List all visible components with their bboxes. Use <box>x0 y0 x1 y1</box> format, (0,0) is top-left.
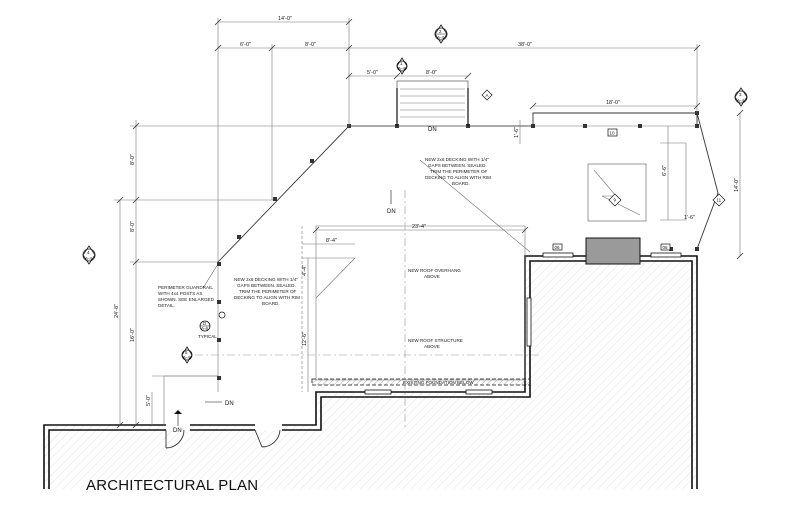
lower-dn-label: DN <box>225 401 234 407</box>
note-roof-overhang: NEW ROOF OVERHANG ABOVE <box>408 268 462 279</box>
dim-top-left: 6'-0" <box>240 42 251 48</box>
dim-roof-left-upper: 4'-4" <box>302 265 308 276</box>
svg-text:10: 10 <box>610 131 616 136</box>
door-swing-left <box>165 429 185 449</box>
tag-window-2: 06 <box>660 243 671 251</box>
svg-text:2: 2 <box>439 29 442 34</box>
note-decking-right: NEW 2x6 DECKING WITH 1/4" GAPS BETWEEN. … <box>425 157 492 186</box>
note-roof-structure: NEW ROOF STRUCTURE ABOVE <box>408 338 464 349</box>
entry-dn-label: DN <box>173 428 182 434</box>
note-decking-left: NEW 2x6 DECKING WITH 1/4" GAPS BETWEEN. … <box>234 277 301 306</box>
svg-text:1: 1 <box>400 61 403 66</box>
section-marker-bottom: 5 A-4 <box>181 346 193 364</box>
tag-rail: 10 <box>607 128 618 137</box>
svg-text:A: A <box>486 93 489 98</box>
dim-deck-right-width: 18'-0" <box>606 100 620 106</box>
detail-marker-guardrail: D A-6 TYPICAL <box>198 311 226 339</box>
svg-text:3: 3 <box>739 92 742 97</box>
existing-foundation-note: EXISTING FOUNDATION BELOW <box>403 380 474 385</box>
door-swing-right <box>254 429 281 448</box>
dim-stair-left: 5'-0" <box>367 70 378 76</box>
svg-text:D: D <box>203 321 207 326</box>
notes: NEW 2x6 DECKING WITH 1/4" GAPS BETWEEN. … <box>158 157 492 349</box>
dim-top-right: 38'-0" <box>518 42 532 48</box>
dim-right-small-bottom: 1'-6" <box>684 215 695 221</box>
typical-label: TYPICAL <box>198 334 217 339</box>
svg-text:06: 06 <box>555 245 561 250</box>
window-east-1 <box>526 297 532 347</box>
stair-dn-label: DN <box>428 127 437 133</box>
dim-top-overall: 14'-0" <box>278 16 292 22</box>
stair: DN <box>396 80 469 133</box>
tag-center: 9 <box>587 163 647 222</box>
section-marker-left: 4 A-4 <box>82 245 96 265</box>
svg-text:9: 9 <box>614 198 617 203</box>
window-south-2 <box>465 389 493 395</box>
tag-stair: A <box>481 89 493 101</box>
new-roof: EXISTING FOUNDATION BELOW <box>301 225 531 392</box>
dim-left-top: 8'-0" <box>130 154 136 165</box>
section-marker-stair: 1 A-4 <box>396 57 408 75</box>
dim-roof-width: 8'-4" <box>326 238 337 244</box>
window-north-1 <box>542 252 574 258</box>
section-marker-top: 2 A-4 <box>434 24 448 44</box>
dim-right-mid: 6'-6" <box>662 165 668 176</box>
svg-text:5: 5 <box>185 350 188 355</box>
down-arrows: DN DN DN <box>173 190 396 434</box>
tag-window-1: 06 <box>552 243 563 251</box>
dimension-ticks <box>116 18 744 429</box>
dim-left-overall: 24'-8" <box>114 304 120 318</box>
chimney <box>585 237 641 265</box>
existing-house <box>43 237 698 489</box>
svg-text:4: 4 <box>87 250 90 255</box>
dim-stair-right: 8'-0" <box>426 70 437 76</box>
dim-center-width: 23'-4" <box>412 224 426 230</box>
drawing-title: ARCHITECTURAL PLAN <box>86 477 258 494</box>
tag-right: 11 <box>712 193 726 207</box>
dim-left-bottom: 5'-0" <box>146 395 152 406</box>
dimension-labels: 14'-0" 6'-0" 8'-0" 38'-0" 5'-0" 8'-0" 18… <box>114 16 740 406</box>
section-marker-right: 3 A-4 <box>734 87 748 107</box>
svg-text:06: 06 <box>663 245 669 250</box>
window-south-1 <box>364 389 392 395</box>
svg-text:A-4: A-4 <box>85 256 93 261</box>
note-guardrail: PERIMETER GUARDRAIL WITH 4x4 POSTS AS SH… <box>158 285 215 308</box>
dim-left-lower: 16'-0" <box>130 328 136 342</box>
dim-right-overall: 14'-0" <box>734 178 740 192</box>
svg-text:A-6: A-6 <box>201 326 209 331</box>
svg-text:A-4: A-4 <box>398 66 406 71</box>
deck-dn-label: DN <box>387 209 396 215</box>
svg-text:11: 11 <box>717 198 722 203</box>
svg-text:A-4: A-4 <box>437 35 445 40</box>
dim-right-small-top: 1'-6" <box>514 127 520 138</box>
dim-left-mid: 8'-0" <box>130 221 136 232</box>
dim-top-mid: 8'-0" <box>305 42 316 48</box>
window-north-2 <box>650 252 682 258</box>
dim-roof-left-lower: 12'-6" <box>302 332 308 346</box>
svg-text:A-4: A-4 <box>737 98 745 103</box>
svg-text:A-4: A-4 <box>183 355 191 360</box>
dimension-lines <box>114 18 741 430</box>
